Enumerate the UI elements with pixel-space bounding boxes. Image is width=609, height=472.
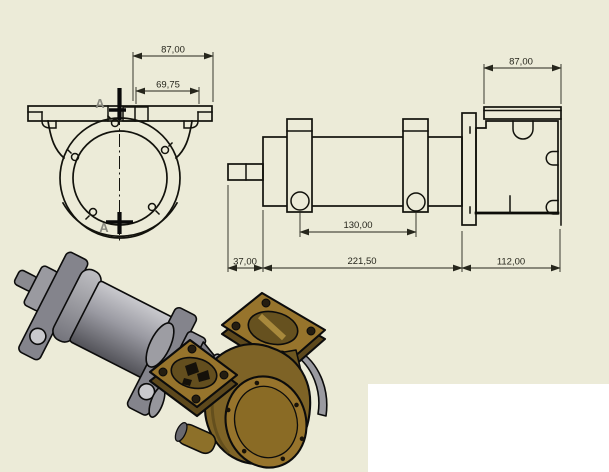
dim-bottom-chain: 37,00 221,50 112,00 <box>227 185 561 272</box>
isometric-view <box>13 251 328 469</box>
front-view: A A 87,00 69,75 <box>27 45 214 242</box>
dim-front-flange-width: 87,00 <box>132 45 214 102</box>
side-view: 130,00 37,00 221,50 112,00 <box>227 118 561 272</box>
flange-bolt-holes <box>66 114 174 221</box>
iso-rear-gray-arc <box>293 349 328 417</box>
svg-text:87,00: 87,00 <box>509 57 533 68</box>
dim-end-width: 87,00 <box>483 57 562 104</box>
front-body-left <box>47 120 66 160</box>
front-body-right <box>174 120 193 160</box>
iso-foot-cap <box>174 421 188 442</box>
flange-rim-arc <box>61 201 179 237</box>
iso-lower-flange-bolts <box>158 344 229 404</box>
iso-impeller <box>182 362 210 386</box>
svg-text:87,00: 87,00 <box>161 45 185 56</box>
dim-front-slot-width: 69,75 <box>135 80 200 104</box>
end-view: 87,00 <box>461 57 562 226</box>
iso-lower-flange <box>148 338 239 418</box>
dim-head-depth: 112,00 <box>497 257 525 268</box>
iso-coupling-ring <box>145 322 175 368</box>
end-top-plate <box>483 106 562 120</box>
iso-cover-inner <box>233 385 299 459</box>
band-2-hole <box>406 192 426 212</box>
section-label-top: A <box>95 96 105 111</box>
dim-shaft-length: 37,00 <box>233 257 257 268</box>
band-1-hole <box>290 191 310 211</box>
white-corner-panel <box>368 384 609 472</box>
end-hook-2 <box>545 199 559 215</box>
dim-hole-spacing: 130,00 <box>299 211 417 237</box>
iso-round-cover <box>224 375 308 469</box>
svg-text:130,00: 130,00 <box>343 220 372 231</box>
svg-text:69,75: 69,75 <box>156 80 180 91</box>
end-hook-1 <box>545 150 559 166</box>
section-label-bottom: A <box>99 220 109 235</box>
iso-bracket-1-hole <box>29 327 47 346</box>
end-u-notch <box>512 120 534 140</box>
bar-left-hook <box>41 111 57 129</box>
iso-foot <box>174 421 217 455</box>
dim-body-length: 221,50 <box>347 256 376 267</box>
bar-right-hook <box>183 111 199 129</box>
iso-cover-bolts <box>225 380 305 462</box>
